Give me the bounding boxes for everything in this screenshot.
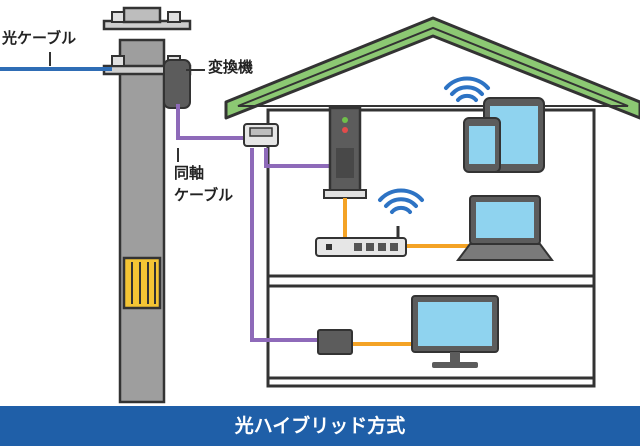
coax-label-line2: ケーブル	[174, 186, 233, 204]
wifi-icon	[444, 76, 490, 102]
banner	[0, 406, 640, 446]
laptop-icon	[456, 195, 554, 261]
wifi-icon	[378, 188, 424, 214]
banner-title: 光ハイブリッド方式	[234, 414, 406, 437]
coax-cable	[176, 104, 246, 140]
splitter-icon	[243, 123, 279, 147]
coax-to-tv-box	[250, 148, 318, 342]
tv-icon	[411, 295, 499, 368]
set-top-box	[317, 329, 353, 355]
utility-pole	[102, 6, 192, 404]
coax-label-line1: 同軸	[174, 164, 204, 182]
converter-icon	[163, 59, 191, 109]
roof	[224, 16, 640, 120]
converter-label: 変換機	[208, 58, 253, 76]
onu-icon	[323, 106, 367, 199]
router-icon	[315, 226, 407, 257]
coax-to-onu	[264, 148, 330, 168]
fiber-cable-label: 光ケーブル	[1, 29, 76, 47]
smartphone-icon	[463, 117, 501, 173]
